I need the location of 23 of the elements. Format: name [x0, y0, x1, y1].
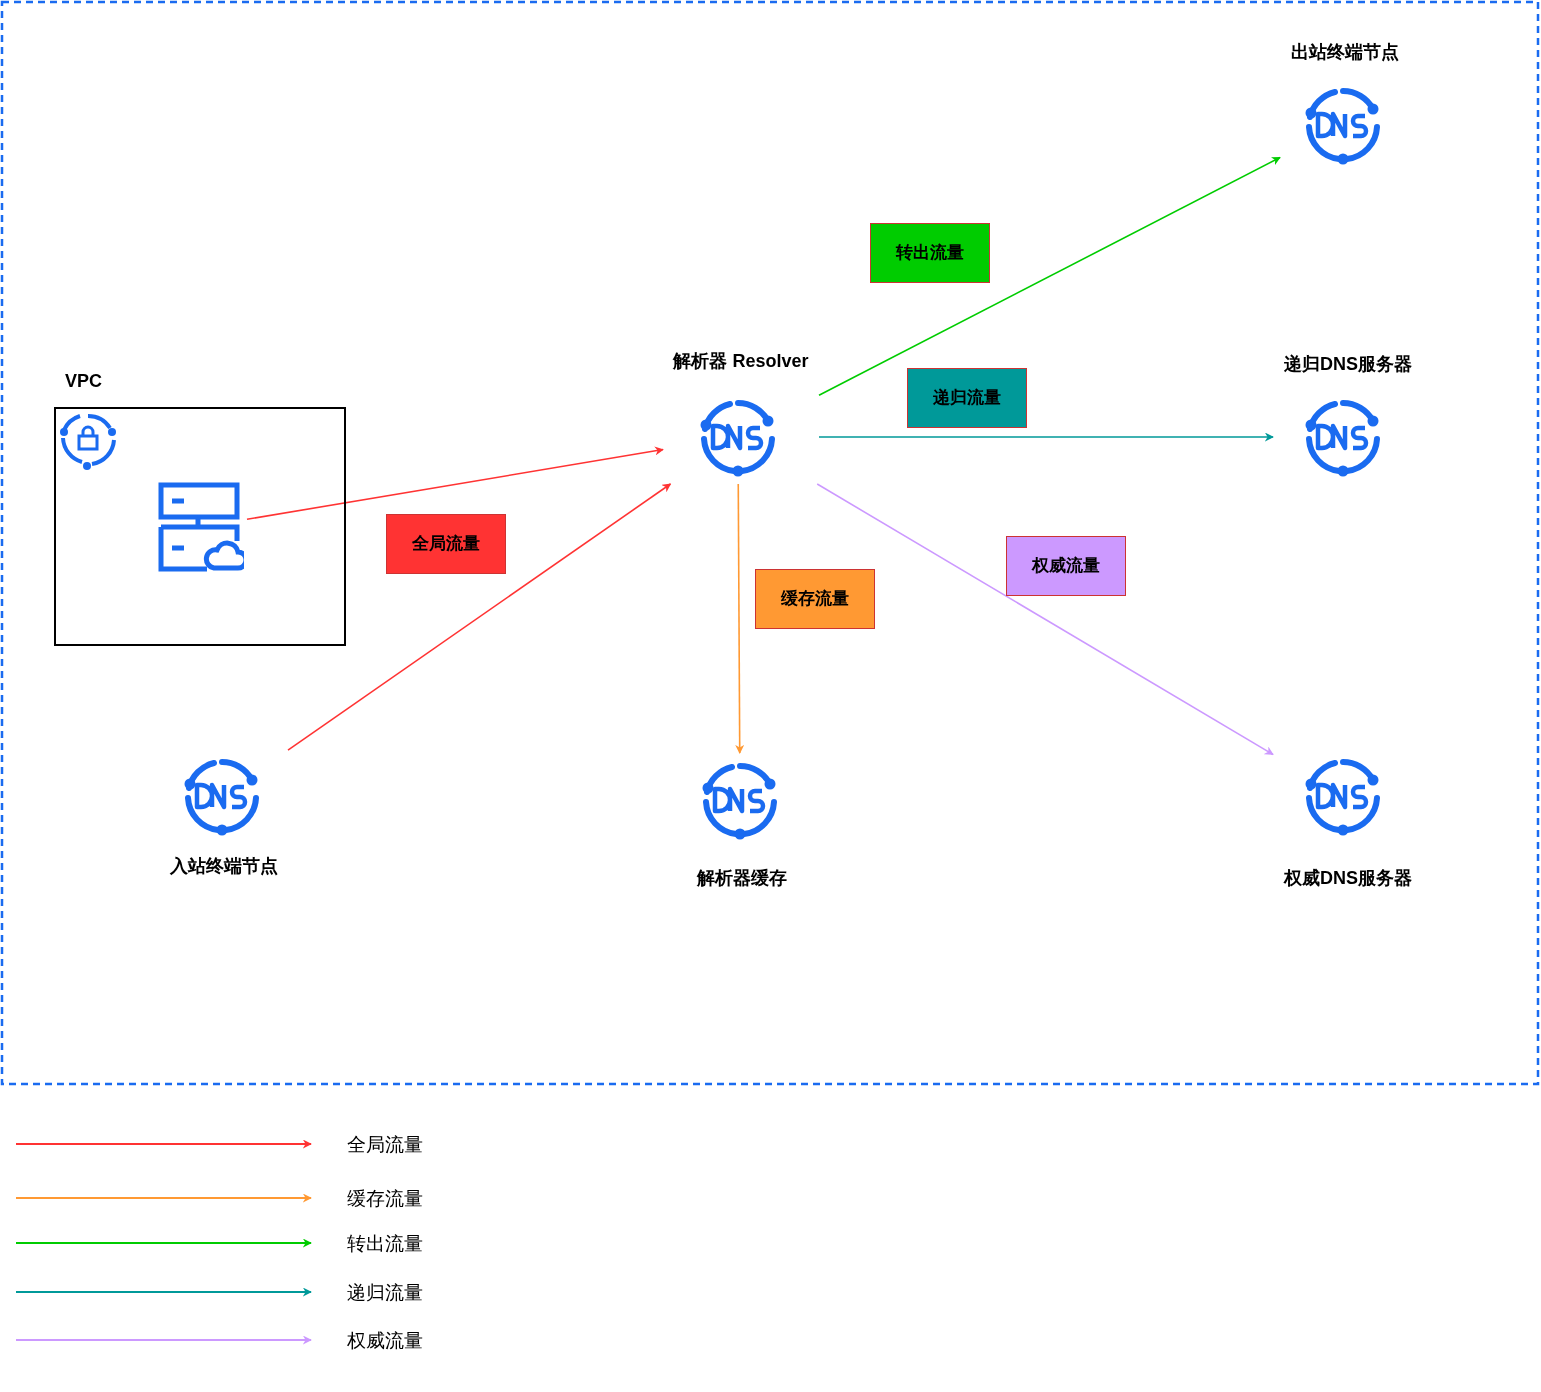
- edge-label: 权威流量: [1006, 536, 1126, 596]
- node-label: 递归DNS服务器: [1284, 353, 1412, 376]
- arrow: [735, 483, 745, 754]
- node-label: 解析器 Resolver: [673, 350, 809, 373]
- edge-label: 递归流量: [907, 368, 1027, 428]
- edge-label: 缓存流量: [755, 569, 875, 629]
- legend-label: 权威流量: [347, 1329, 423, 1353]
- legend-label: 递归流量: [347, 1281, 423, 1305]
- arrow: [287, 483, 672, 751]
- arrow: [818, 156, 1281, 397]
- legend-label: 全局流量: [347, 1133, 423, 1157]
- node-label: 解析器缓存: [697, 867, 787, 890]
- legend-label: 转出流量: [347, 1232, 423, 1256]
- arrow: [818, 432, 1274, 442]
- node-label: 入站终端节点: [170, 855, 278, 878]
- edge-label: 转出流量: [870, 223, 990, 283]
- legend-label: 缓存流量: [347, 1187, 423, 1211]
- group-label: VPC: [65, 371, 102, 392]
- node-label: 权威DNS服务器: [1284, 867, 1412, 890]
- node-label: 出站终端节点: [1291, 41, 1399, 64]
- arrow: [816, 483, 1274, 756]
- edge-label: 全局流量: [386, 514, 506, 574]
- arrow: [246, 446, 664, 521]
